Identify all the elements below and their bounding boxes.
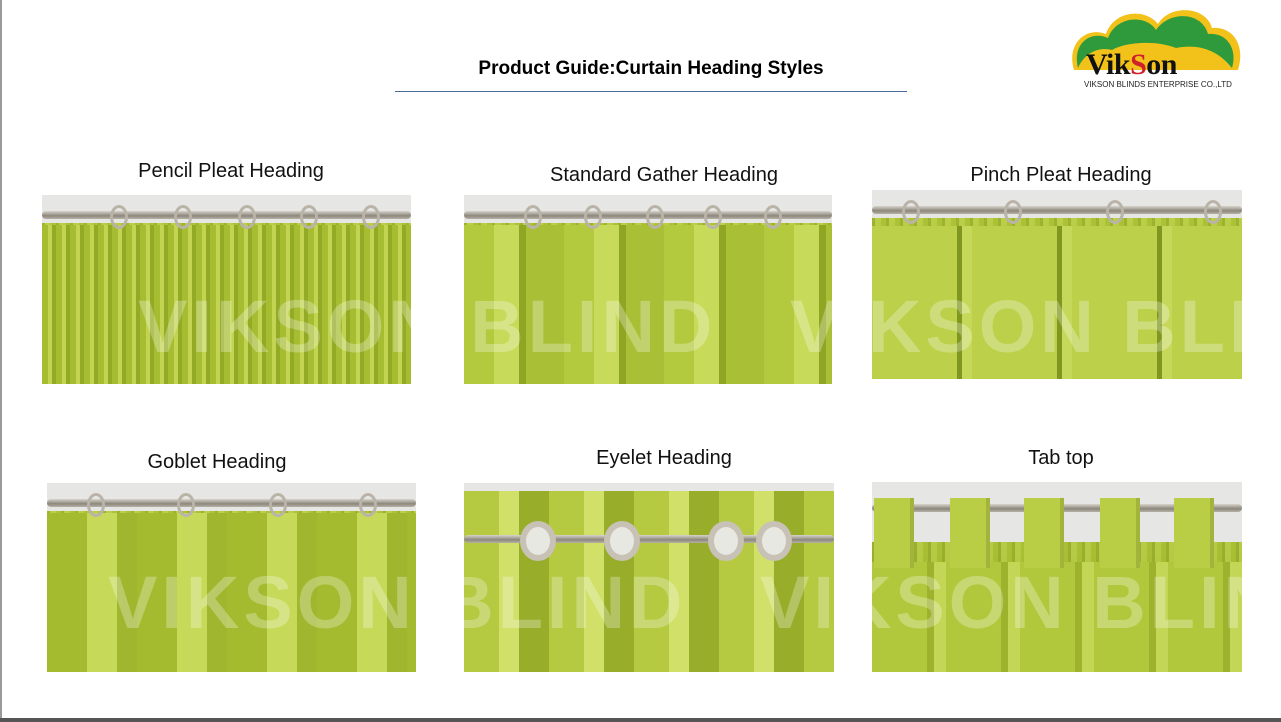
photo-standard-gather [464, 195, 832, 384]
label-standard-gather: Standard Gather Heading [550, 164, 778, 186]
photo-tab-top [872, 482, 1242, 672]
label-eyelet: Eyelet Heading [596, 447, 732, 469]
slide-border-left [0, 0, 2, 720]
photo-goblet [47, 483, 416, 672]
page-title: Product Guide:Curtain Heading Styles [478, 58, 824, 79]
cloud-logo-icon [1072, 10, 1241, 71]
photo-pinch-pleat [872, 190, 1242, 379]
logo-subtitle: VIKSON BLINDS ENTERPRISE CO.,LTD [1084, 80, 1232, 89]
logo-wordmark: VikSon [1086, 48, 1177, 81]
label-pencil-pleat: Pencil Pleat Heading [138, 160, 324, 182]
photo-pencil-pleat [42, 195, 411, 384]
slide-border-bottom [0, 718, 1281, 722]
label-goblet: Goblet Heading [147, 451, 287, 473]
photo-eyelet [464, 483, 834, 672]
vikson-logo: VikSon VIKSON BLINDS ENTERPRISE CO.,LTD [1066, 4, 1246, 92]
label-pinch-pleat: Pinch Pleat Heading [970, 164, 1152, 186]
title-underline [395, 91, 907, 92]
label-tab-top: Tab top [1028, 447, 1094, 469]
